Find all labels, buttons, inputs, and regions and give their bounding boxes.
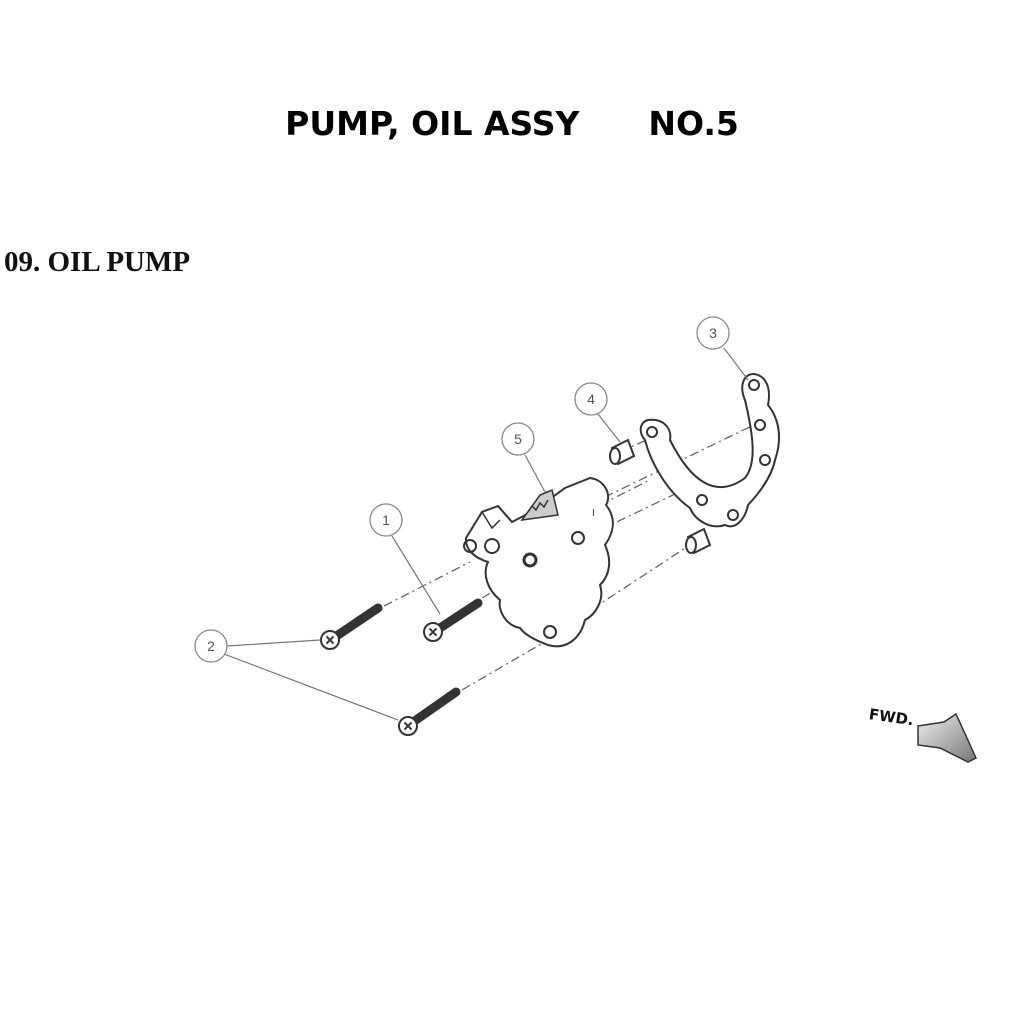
oil-pump-body-part-5: I (463, 476, 614, 648)
svg-text:5: 5 (514, 431, 522, 447)
gasket-part-3 (639, 373, 781, 528)
svg-text:2: 2 (207, 638, 215, 654)
callout-1: 1 (369, 503, 403, 537)
callout-4: 4 (574, 382, 608, 416)
section-title: 09. OIL PUMP (4, 246, 191, 278)
screw-part-2-upper (320, 603, 383, 650)
svg-text:1: 1 (382, 512, 390, 528)
arrow-icon (917, 712, 977, 763)
leader-lines (223, 347, 749, 721)
svg-text:4: 4 (587, 391, 595, 407)
fwd-label: FWD. (868, 705, 915, 729)
assembly-number: NO.5 (648, 104, 739, 143)
svg-text:3: 3 (709, 325, 717, 341)
callout-2: 2 (194, 629, 228, 663)
body-mark: I (592, 508, 595, 519)
dowel-pin-part-4 (609, 438, 712, 555)
forward-direction-indicator: FWD. (868, 705, 977, 763)
callout-5: 5 (501, 422, 535, 456)
screw-part-2-lower (398, 687, 461, 736)
page-title: PUMP, OIL ASSY NO.5 (0, 104, 1024, 143)
assembly-name: PUMP, OIL ASSY (285, 104, 580, 143)
screw-part-1 (423, 598, 483, 642)
callout-3: 3 (696, 316, 730, 350)
